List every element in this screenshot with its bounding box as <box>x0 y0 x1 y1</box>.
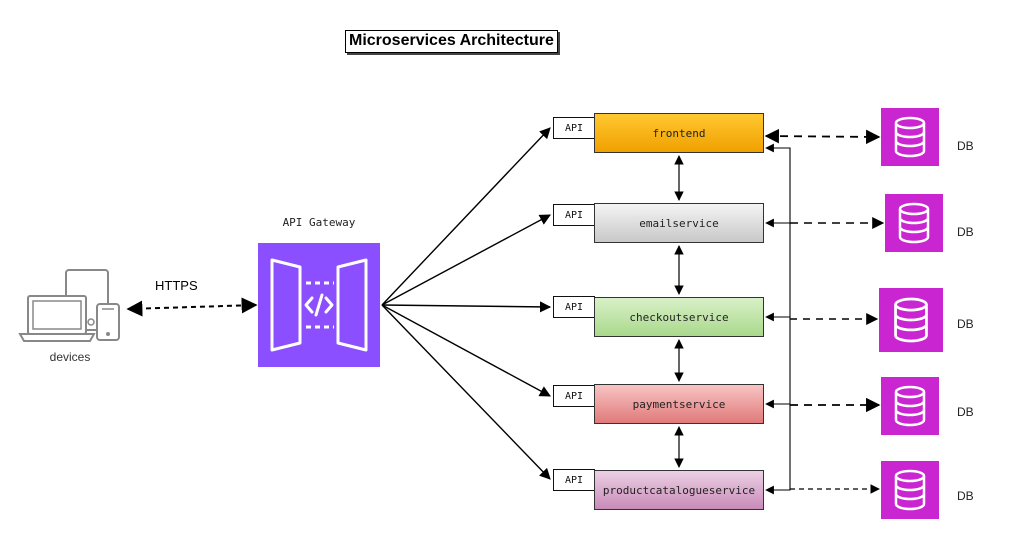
gateway-to-payment-connector <box>381 304 551 397</box>
database-icon <box>894 116 926 158</box>
service-productcatalogueservice[interactable]: productcatalogueservice <box>594 470 764 510</box>
api-tag-payment: API <box>553 385 595 407</box>
database-payment[interactable] <box>881 377 939 435</box>
https-connector <box>126 297 258 317</box>
api-tag-checkout: API <box>553 296 595 318</box>
service-frontend[interactable]: frontend <box>594 113 764 153</box>
api-tag-product: API <box>553 469 595 491</box>
devices-icon <box>18 269 120 342</box>
diagram-title: Microservices Architecture <box>345 30 558 53</box>
gateway-to-frontend-connector <box>381 127 551 306</box>
api-tag-email: API <box>553 204 595 226</box>
service-checkoutservice[interactable]: checkoutservice <box>594 297 764 337</box>
devices-label: devices <box>49 350 91 364</box>
database-product[interactable] <box>881 461 939 519</box>
database-icon <box>894 385 926 427</box>
api-gateway-node[interactable] <box>258 243 380 367</box>
database-email[interactable] <box>885 194 943 252</box>
db-label-payment: DB <box>957 405 974 419</box>
api-gateway-icon <box>270 258 368 352</box>
db-label-email: DB <box>957 225 974 239</box>
database-checkout[interactable] <box>879 288 943 352</box>
db-label-product: DB <box>957 489 974 503</box>
database-frontend[interactable] <box>881 108 939 166</box>
db-label-frontend: DB <box>957 139 974 153</box>
frontend-mesh-connector <box>765 143 791 491</box>
database-icon <box>898 202 930 244</box>
database-icon <box>894 469 926 511</box>
gateway-to-checkout-connector <box>381 301 552 313</box>
api-gateway-label: API Gateway <box>282 216 356 229</box>
database-icon <box>894 297 928 343</box>
gateway-to-email-connector <box>381 214 551 306</box>
api-tag-frontend: API <box>553 117 595 139</box>
frontend-db-connector <box>764 128 881 145</box>
https-label: HTTPS <box>155 278 198 293</box>
gateway-to-product-connector <box>381 304 551 480</box>
service-emailservice[interactable]: emailservice <box>594 203 764 243</box>
db-label-checkout: DB <box>957 317 974 331</box>
service-paymentservice[interactable]: paymentservice <box>594 384 764 424</box>
